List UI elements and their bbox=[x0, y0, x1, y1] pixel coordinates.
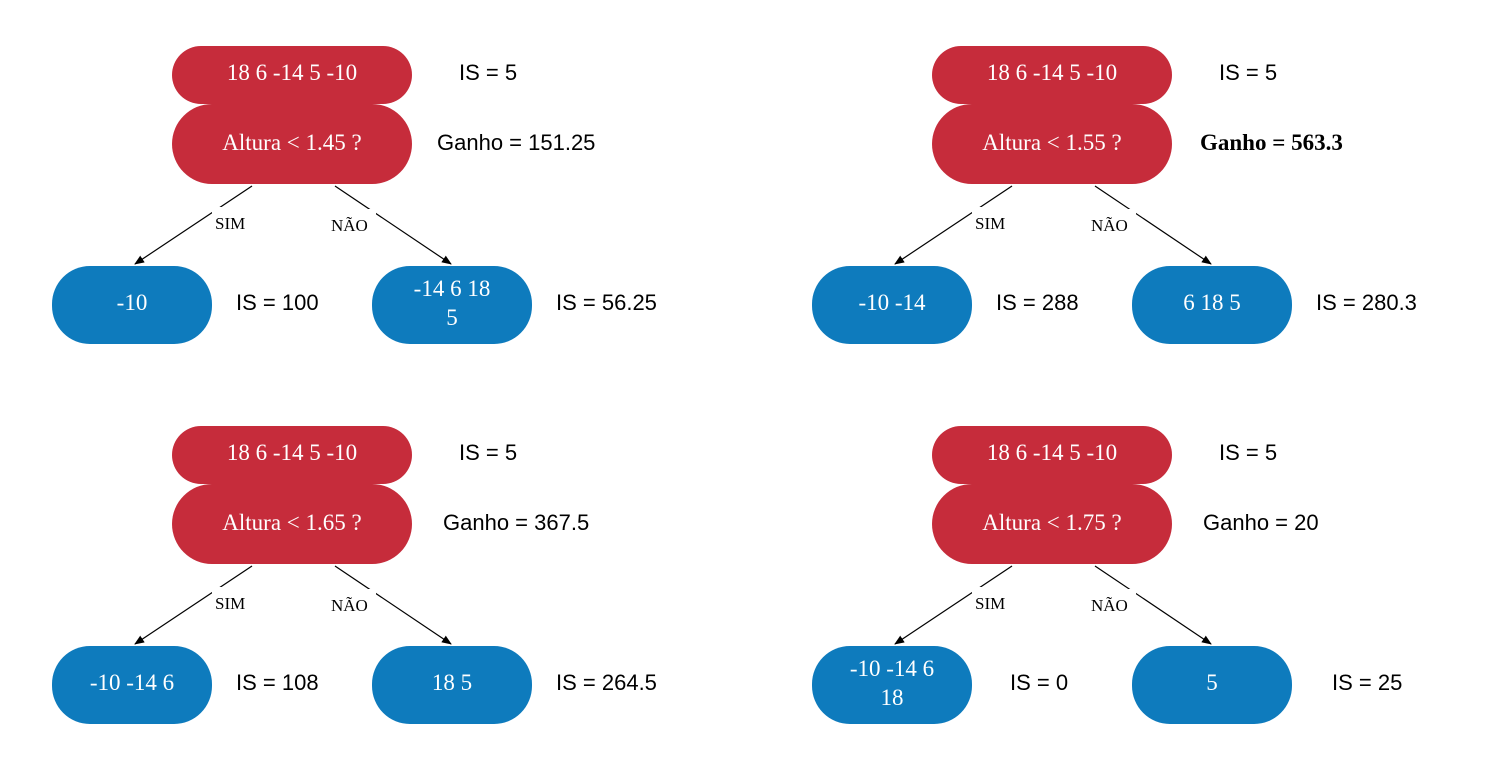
yes-edge-label: SIM bbox=[215, 594, 245, 613]
left-leaf-is-label: IS = 0 bbox=[1010, 670, 1068, 695]
root-is-label: IS = 5 bbox=[459, 60, 517, 85]
right-leaf-node bbox=[1132, 646, 1292, 724]
yes-edge bbox=[894, 185, 1013, 265]
yes-edge bbox=[134, 185, 253, 265]
left-leaf-values-label: -10 -14 6 bbox=[90, 670, 174, 695]
yes-edge-label: SIM bbox=[975, 214, 1005, 233]
right-leaf-values-label: 6 18 5 bbox=[1183, 290, 1241, 315]
root-is-label: IS = 5 bbox=[459, 440, 517, 465]
split-question-label: Altura < 1.45 ? bbox=[222, 130, 361, 155]
left-leaf-values-line-2: 18 bbox=[881, 685, 904, 710]
gain-label: Ganho = 563.3 bbox=[1200, 130, 1343, 155]
right-leaf-is-label: IS = 56.25 bbox=[556, 290, 657, 315]
left-leaf-node bbox=[52, 646, 212, 724]
right-leaf-values-line-1: -14 6 18 bbox=[414, 276, 491, 301]
left-leaf-values-label: -10 bbox=[117, 290, 148, 315]
yes-edge-label: SIM bbox=[975, 594, 1005, 613]
right-leaf-values-line-2: 5 bbox=[446, 305, 458, 330]
left-leaf-is-label: IS = 288 bbox=[996, 290, 1079, 315]
left-leaf-node bbox=[52, 266, 212, 344]
right-leaf-is-label: IS = 280.3 bbox=[1316, 290, 1417, 315]
left-leaf-is-label: IS = 100 bbox=[236, 290, 319, 315]
right-leaf-values-label: 18 5 bbox=[432, 670, 472, 695]
root-values-node bbox=[172, 46, 412, 104]
split-question-node bbox=[172, 104, 412, 184]
root-values-label: 18 6 -14 5 -10 bbox=[987, 60, 1117, 85]
yes-edge bbox=[134, 565, 253, 645]
left-leaf-values-line-1: -10 -14 6 bbox=[850, 656, 934, 681]
no-edge-label: NÃO bbox=[331, 596, 368, 615]
yes-label-background bbox=[212, 587, 252, 609]
left-leaf-values-label: -10 -14 bbox=[858, 290, 926, 315]
right-leaf-is-label: IS = 25 bbox=[1332, 670, 1402, 695]
yes-label-background bbox=[972, 207, 1012, 229]
no-edge bbox=[1094, 565, 1212, 645]
left-leaf-node bbox=[812, 266, 972, 344]
yes-edge bbox=[894, 565, 1013, 645]
left-leaf-is-label: IS = 108 bbox=[236, 670, 319, 695]
split-question-label: Altura < 1.65 ? bbox=[222, 510, 361, 535]
split-question-label: Altura < 1.55 ? bbox=[982, 130, 1121, 155]
no-label-background bbox=[1088, 589, 1136, 611]
no-label-background bbox=[1088, 209, 1136, 231]
no-label-background bbox=[328, 209, 376, 231]
split-question-node bbox=[932, 484, 1172, 564]
root-is-label: IS = 5 bbox=[1219, 60, 1277, 85]
right-leaf-node bbox=[372, 646, 532, 724]
no-label-background bbox=[328, 589, 376, 611]
gain-label: Ganho = 151.25 bbox=[437, 130, 595, 155]
no-edge bbox=[334, 565, 452, 645]
no-edge-label: NÃO bbox=[331, 216, 368, 235]
split-question-node bbox=[172, 484, 412, 564]
root-values-label: 18 6 -14 5 -10 bbox=[987, 440, 1117, 465]
no-edge-label: NÃO bbox=[1091, 216, 1128, 235]
right-leaf-values-label: 5 bbox=[1206, 670, 1218, 695]
split-question-label: Altura < 1.75 ? bbox=[982, 510, 1121, 535]
root-values-label: 18 6 -14 5 -10 bbox=[227, 440, 357, 465]
yes-edge-label: SIM bbox=[215, 214, 245, 233]
root-is-label: IS = 5 bbox=[1219, 440, 1277, 465]
no-edge bbox=[1094, 185, 1212, 265]
yes-label-background bbox=[972, 587, 1012, 609]
gain-label: Ganho = 20 bbox=[1203, 510, 1319, 535]
gain-label: Ganho = 367.5 bbox=[443, 510, 589, 535]
right-leaf-node bbox=[1132, 266, 1292, 344]
no-edge bbox=[334, 185, 452, 265]
root-values-label: 18 6 -14 5 -10 bbox=[227, 60, 357, 85]
root-values-node bbox=[932, 46, 1172, 104]
root-values-node bbox=[932, 426, 1172, 484]
no-edge-label: NÃO bbox=[1091, 596, 1128, 615]
yes-label-background bbox=[212, 207, 252, 229]
right-leaf-is-label: IS = 264.5 bbox=[556, 670, 657, 695]
root-values-node bbox=[172, 426, 412, 484]
right-leaf-node bbox=[372, 266, 532, 344]
split-question-node bbox=[932, 104, 1172, 184]
left-leaf-node bbox=[812, 646, 972, 724]
